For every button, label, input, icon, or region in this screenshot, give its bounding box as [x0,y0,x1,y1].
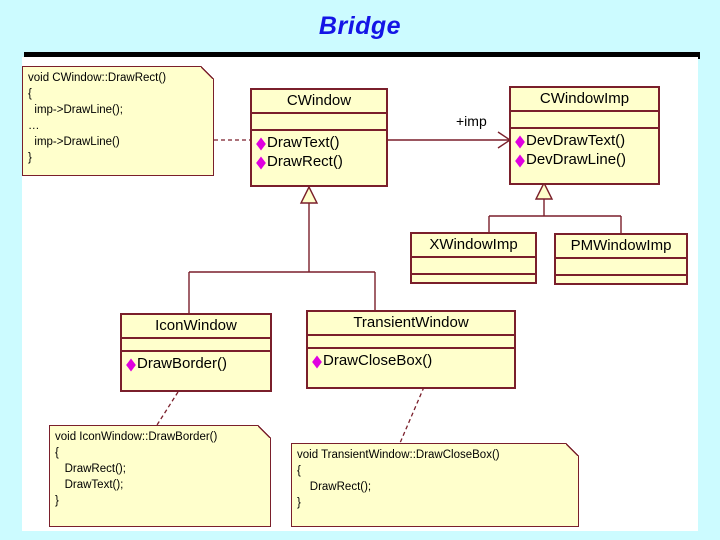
method-row: DevDrawLine() [514,150,655,169]
attributes-compartment [556,259,686,274]
class-box-transientwindow[interactable]: TransientWindow DrawCloseBox() [306,310,516,389]
class-box-cwindowimp[interactable]: CWindowImp DevDrawText() DevDrawLine() [509,86,660,185]
attributes-compartment [412,258,535,273]
method-bullet-icon [256,137,266,151]
method-row: DrawCloseBox() [311,351,511,370]
class-name-cwindow: CWindow [286,92,352,109]
method-label: DevDrawLine() [526,151,627,168]
class-separator [412,256,535,258]
note-cwindow-drawrect: void CWindow::DrawRect() { imp->DrawLine… [22,66,214,176]
class-box-iconwindow[interactable]: IconWindow DrawBorder() [120,313,272,392]
method-bullet-icon [256,156,266,170]
method-bullet-icon [515,135,525,149]
class-name-iconwindow: IconWindow [155,317,237,334]
operations-compartment: DrawText() DrawRect() [252,131,386,174]
class-separator [308,347,514,349]
class-separator [122,337,270,339]
attributes-compartment [511,112,658,127]
class-separator [252,112,386,114]
attributes-compartment [308,336,514,347]
note-fold-icon [258,425,271,438]
note-fold-icon [566,443,579,456]
operations-compartment: DrawBorder() [122,352,270,376]
method-label: DrawCloseBox() [323,352,433,369]
class-separator [511,127,658,129]
method-bullet-icon [515,154,525,168]
class-separator [511,110,658,112]
note-fold-icon [201,66,214,79]
method-row: DrawText() [255,133,383,152]
class-box-xwindowimp[interactable]: XWindowImp [410,232,537,284]
attributes-compartment [252,114,386,129]
class-name-pmwindowimp: PMWindowImp [570,237,672,254]
attributes-compartment [122,339,270,350]
note-iconwindow-drawborder: void IconWindow::DrawBorder() { DrawRect… [49,425,271,527]
method-label: DrawBorder() [137,355,228,372]
association-label-imp: +imp [456,113,487,129]
method-label: DrawText() [267,134,340,151]
class-separator [412,273,535,275]
class-box-pmwindowimp[interactable]: PMWindowImp [554,233,688,285]
header-rule [24,52,700,59]
method-label: DevDrawText() [526,132,626,149]
class-box-cwindow[interactable]: CWindow DrawText() DrawRect() [250,88,388,187]
operations-compartment [412,275,535,290]
note-transientwindow-drawclosebox: void TransientWindow::DrawCloseBox() { D… [291,443,579,527]
method-row: DrawRect() [255,152,383,171]
method-bullet-icon [312,355,322,369]
operations-compartment: DevDrawText() DevDrawLine() [511,129,658,172]
class-separator [556,274,686,276]
method-label: DrawRect() [267,153,343,170]
method-bullet-icon [126,358,136,372]
class-name-cwindowimp: CWindowImp [539,90,630,107]
class-name-xwindowimp: XWindowImp [429,236,518,253]
operations-compartment [556,276,686,291]
method-row: DevDrawText() [514,131,655,150]
class-separator [556,257,686,259]
class-name-transientwindow: TransientWindow [353,314,469,331]
method-row: DrawBorder() [125,354,267,373]
operations-compartment: DrawCloseBox() [308,349,514,373]
class-separator [252,129,386,131]
class-separator [122,350,270,352]
page-title: Bridge [318,12,402,40]
class-separator [308,334,514,336]
